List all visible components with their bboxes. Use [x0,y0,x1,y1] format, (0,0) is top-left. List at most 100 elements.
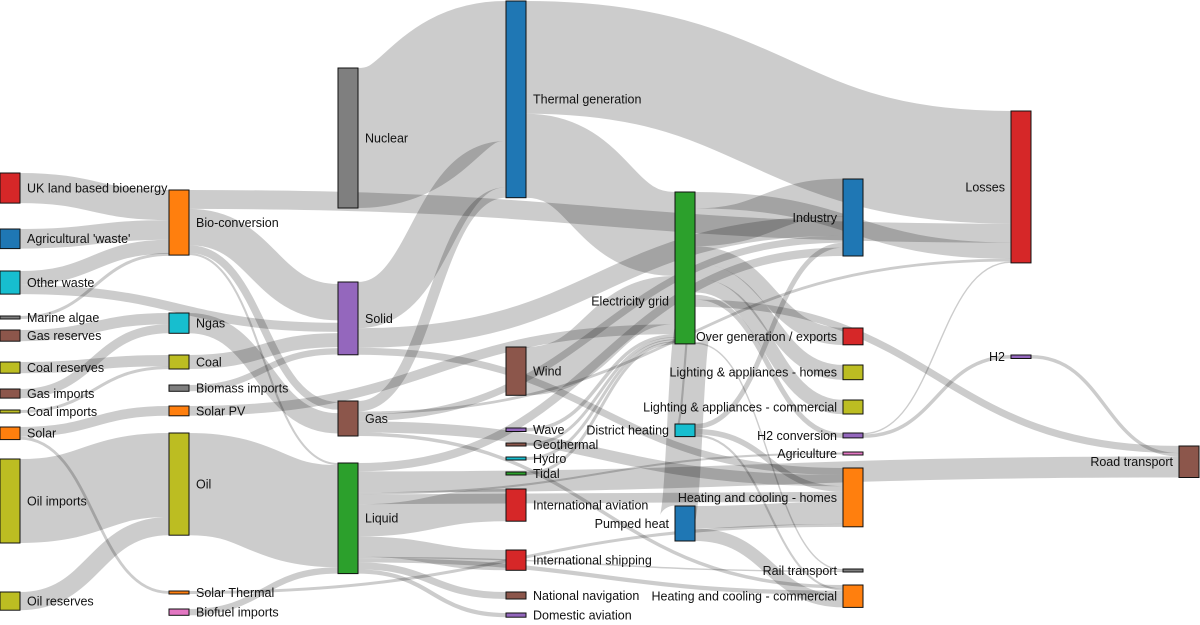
flow-gas-to-thermal_generation [357,187,507,412]
node-bar-other-waste [0,270,21,295]
flow-solar-to-solar_pv [19,406,170,437]
node-bar-biofuel-imports [168,608,190,616]
flow-gas-to-heating_commercial [357,432,844,589]
flow-liquid-to-heating_homes [357,491,844,505]
node-bar-solar [0,426,21,441]
flow-biofuel_imports-to-liquid [188,567,339,616]
flow-electricity_grid-to-h2_conversion [694,294,844,438]
node-bar-biomass-imports [168,384,190,392]
flow-bio_conversion-to-liquid [188,253,339,466]
node-bar-h2 [1010,354,1032,359]
node-label-coal: Coal [196,355,222,369]
node-label-ngas: Ngas [196,317,225,331]
node-label-electricity-grid: Electricity grid [591,294,669,308]
node-label-district-heating: District heating [586,424,669,438]
node-oil-reserves: Oil reserves [0,591,94,611]
node-bar-district-heating [674,423,696,438]
node-lighting-commercial: Lighting & appliances - commercial [643,399,864,415]
node-bio-conversion: Bio-conversion [168,189,279,256]
node-industry: Industry [793,178,864,257]
node-bar-hydro [505,456,527,461]
node-thermal-generation: Thermal generation [505,0,641,199]
node-district-heating: District heating [586,423,696,438]
flow-liquid-to-domestic_aviation [357,569,507,618]
node-bar-agriculture [842,451,864,456]
node-liquid: Liquid [337,462,398,575]
node-bar-bio-conversion [168,189,190,256]
node-bar-geothermal [505,442,527,447]
node-label-solar-thermal: Solar Thermal [196,586,274,600]
node-bar-rail-transport [842,568,864,573]
node-heating-commercial: Heating and cooling - commercial [651,584,864,608]
flow-liquid-to-agriculture [357,452,844,495]
flow-h2_conversion-to-losses [862,261,1012,435]
node-label-gas-reserves: Gas reserves [27,329,101,343]
node-label-agriculture: Agriculture [777,447,837,461]
node-bar-coal [168,354,190,370]
flow-gas_imports-to-ngas [19,324,170,399]
node-domestic-aviation: Domestic aviation [505,608,632,622]
flow-thermal_generation-to-electricity_grid [523,113,678,276]
node-gas-imports: Gas imports [0,387,94,401]
flow-liquid-to-rail_transport [357,556,844,572]
node-label-coal-imports: Coal imports [27,405,97,419]
node-label-bio-conversion: Bio-conversion [196,216,279,230]
node-label-oil-reserves: Oil reserves [27,594,94,608]
flow-agri_waste-to-bio_conversion [19,220,170,249]
node-hydro: Hydro [505,452,566,466]
node-pumped-heat: Pumped heat [595,505,696,542]
node-bar-pumped-heat [674,505,696,542]
node-oil-imports: Oil imports [0,458,87,544]
node-label-biofuel-imports: Biofuel imports [196,606,279,620]
node-lighting-homes: Lighting & appliances - homes [670,364,864,381]
node-bar-oil-reserves [0,591,21,611]
node-label-h2: H2 [989,350,1005,364]
node-label-heating-homes: Heating and cooling - homes [678,491,837,505]
node-label-solid: Solid [365,312,393,326]
node-bar-industry [842,178,864,257]
node-nuclear: Nuclear [337,67,408,209]
node-bar-tidal [505,471,527,476]
node-label-over-generation: Over generation / exports [696,330,837,344]
node-bar-gas [337,400,359,437]
node-label-agri-waste: Agricultural 'waste' [27,232,130,246]
node-bar-gas-imports [0,388,21,399]
flow-liquid-to-industry [357,247,844,472]
node-gas-reserves: Gas reserves [0,329,101,343]
flow-h2-to-road_transport [1030,355,1180,457]
flow-liquid-to-national_navigation [357,562,507,599]
node-bar-national-navigation [505,591,527,600]
node-bar-marine-algae [0,315,21,320]
node-bar-solar-pv [168,405,190,417]
flow-thermal_generation-to-losses [525,1,1012,224]
node-bar-solar-thermal [168,590,190,595]
node-label-geothermal: Geothermal [533,438,598,452]
node-label-coal-reserves: Coal reserves [27,361,104,375]
flow-electricity_grid-to-lighting_commercial [694,278,844,415]
flow-solid-to-industry [357,216,844,348]
node-bar-thermal-generation [505,0,527,199]
node-marine-algae: Marine algae [0,311,99,325]
node-label-lighting-homes: Lighting & appliances - homes [670,366,837,380]
node-bar-domestic-aviation [505,612,527,618]
node-bar-oil-imports [0,458,21,544]
node-road-transport: Road transport [1090,445,1200,478]
node-h2-conversion: H2 conversion [757,429,864,443]
flow-gas_reserves-to-ngas [19,313,170,342]
node-over-generation: Over generation / exports [696,327,864,346]
node-label-other-waste: Other waste [27,276,94,290]
flow-nuclear-to-thermal_generation [353,1,511,208]
flow-pumped_heat-to-heating_homes [694,501,844,529]
flow-district_heating-to-heating_homes [694,428,844,492]
node-wind: Wind [505,346,562,396]
node-bar-heating-homes [842,467,864,528]
node-label-national-navigation: National navigation [533,589,639,603]
flow-links [19,1,1180,618]
node-solar-thermal: Solar Thermal [168,586,274,600]
node-label-solar: Solar [27,427,56,441]
node-label-rail-transport: Rail transport [763,564,838,578]
flow-electricity_grid-to-over_generation [694,246,844,345]
flow-district_heating-to-industry [694,242,844,429]
